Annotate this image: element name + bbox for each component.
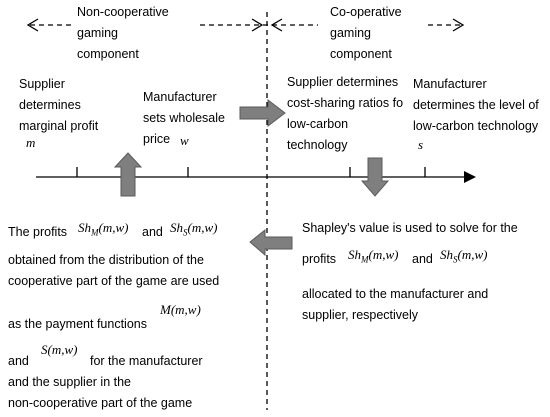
noncoop-arrowhead-icon bbox=[26, 18, 39, 32]
right-line3-text: allocated to the manufacturer and suppli… bbox=[302, 287, 489, 322]
right-line1-text: Shapley's value is used to solve for the bbox=[302, 221, 518, 235]
supplier-costsharing-label: Supplier determines cost-sharing ratios … bbox=[287, 75, 404, 152]
left-sh-m-expr: ShM(m,w) bbox=[78, 220, 129, 238]
supplier-margin-label: Supplier determines marginal profit bbox=[19, 77, 99, 133]
middle-arrowhead-left-icon bbox=[270, 18, 283, 32]
left-line5-text: and the supplier in the non-cooperative … bbox=[8, 375, 193, 410]
manufacturer-level-label: Manufacturer determines the level of low… bbox=[413, 77, 539, 133]
var-s: s bbox=[418, 137, 424, 152]
coop-component-label: Co-operative gaming component bbox=[330, 5, 402, 61]
right-block-arrow-icon bbox=[239, 98, 286, 128]
left-block-arrow-icon bbox=[249, 228, 293, 257]
left-line3-text: as the payment functions bbox=[8, 317, 147, 331]
manufacturer-wholesale-label: Manufacturer sets wholesale price bbox=[143, 90, 225, 146]
right-sh-m-expr: ShM(m,w) bbox=[348, 247, 399, 265]
var-w: w bbox=[180, 133, 189, 148]
left-m-func: M(m,w) bbox=[160, 302, 201, 317]
right-sh-s-expr: ShS(m,w) bbox=[440, 247, 488, 265]
up-block-arrow-icon bbox=[113, 152, 143, 197]
middle-arrowhead-right-icon bbox=[251, 18, 264, 32]
left-line4-and: and bbox=[8, 354, 29, 368]
left-s-func: S(m,w) bbox=[41, 342, 78, 357]
noncoop-component-label: Non-cooperative gaming component bbox=[77, 5, 169, 61]
down-block-arrow-icon bbox=[360, 157, 390, 197]
right-line2-and: and bbox=[412, 252, 433, 266]
left-line2-text: obtained from the distribution of the co… bbox=[8, 253, 220, 288]
right-line2-text: profits bbox=[302, 252, 337, 266]
left-line1-and: and bbox=[142, 225, 163, 239]
left-line1-text: The profits bbox=[8, 225, 68, 239]
var-m: m bbox=[26, 135, 36, 150]
timeline-arrowhead-icon bbox=[464, 171, 476, 183]
left-line4-rest: for the manufacturer bbox=[90, 354, 203, 368]
left-sh-s-expr: ShS(m,w) bbox=[170, 220, 218, 238]
coop-arrowhead-icon bbox=[452, 18, 465, 32]
